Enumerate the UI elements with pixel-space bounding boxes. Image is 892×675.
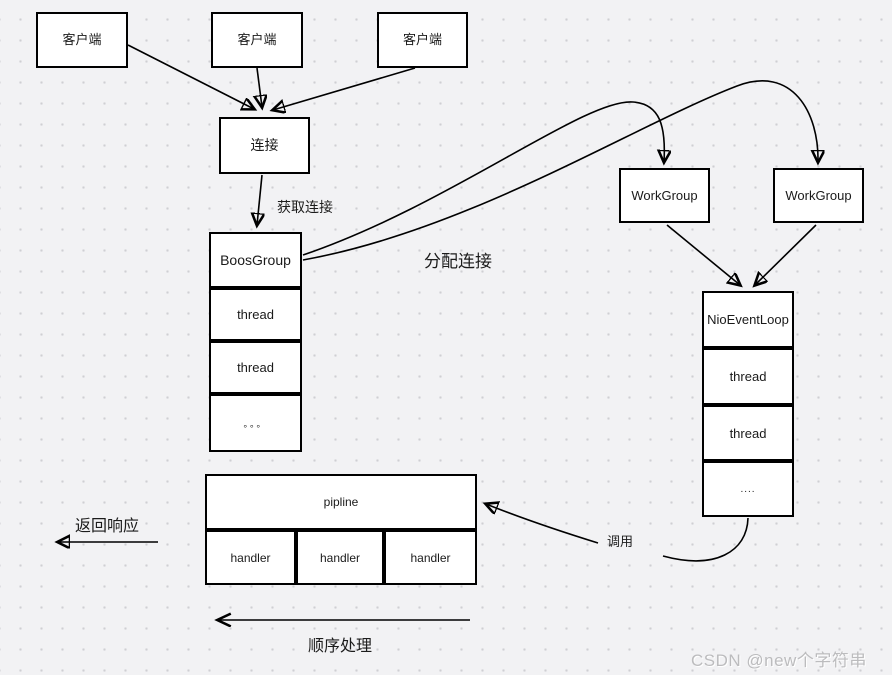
handler-box-3[interactable]: handler (384, 530, 477, 585)
boosgroup-thread-cell-1[interactable]: thread (209, 288, 302, 341)
thread-label: thread (237, 307, 274, 322)
nioeventloop-title-cell[interactable]: NioEventLoop (702, 291, 794, 348)
boosgroup-thread-cell-2[interactable]: thread (209, 341, 302, 394)
client-box-3[interactable]: 客户端 (377, 12, 468, 68)
nioeventloop-ellipsis-cell[interactable]: .... (702, 461, 794, 517)
edge-label-assign-connection: 分配连接 (424, 252, 492, 271)
thread-label: thread (729, 369, 767, 384)
handler-label: handler (230, 550, 271, 565)
arrow-workgroup1-to-nioeventloop (666, 224, 740, 285)
connection-box[interactable]: 连接 (219, 117, 310, 174)
nioeventloop-title: NioEventLoop (707, 312, 789, 327)
workgroup-box-1[interactable]: WorkGroup (619, 168, 710, 223)
nioeventloop-thread-cell-1[interactable]: thread (702, 348, 794, 405)
workgroup-label: WorkGroup (785, 187, 852, 203)
client-label: 客户端 (62, 32, 102, 48)
thread-label: thread (729, 425, 767, 441)
client-box-2[interactable]: 客户端 (211, 12, 303, 68)
handler-label: handler (319, 550, 361, 565)
pipeline-label: pipline (323, 495, 359, 509)
handler-label: handler (410, 550, 451, 565)
nioeventloop-thread-cell-2[interactable]: thread (702, 405, 794, 461)
client-label: 客户端 (237, 32, 277, 48)
edge-label-sequential-processing: 顺序处理 (308, 638, 373, 655)
boosgroup-stack: BoosGroup thread thread 。。。 (209, 232, 302, 452)
edge-label-get-connection: 获取连接 (277, 199, 333, 215)
handler-row: handler handler handler (205, 530, 477, 585)
workgroup-box-2[interactable]: WorkGroup (773, 168, 864, 223)
handler-box-2[interactable]: handler (296, 530, 384, 585)
ellipsis-label: 。。。 (243, 418, 268, 429)
curve-boosgroup-to-workgroup1 (302, 101, 664, 256)
edge-label-return-response: 返回响应 (75, 518, 140, 535)
boosgroup-title-cell[interactable]: BoosGroup (209, 232, 302, 288)
arrow-workgroup2-to-nioeventloop (755, 224, 817, 285)
curve-nioeventloop-to-pipeline-a (662, 517, 749, 562)
arrow-client2-to-connection (257, 67, 262, 107)
pipeline-group: pipline handler handler handler (205, 474, 477, 585)
curve-nioeventloop-to-pipeline-b (486, 504, 599, 544)
thread-label: thread (237, 360, 274, 375)
client-box-1[interactable]: 客户端 (36, 12, 128, 68)
workgroup-label: WorkGroup (631, 187, 698, 203)
curve-boosgroup-to-workgroup2 (302, 80, 818, 261)
arrow-connection-to-boosgroup (257, 174, 262, 225)
connection-label: 连接 (250, 137, 279, 154)
boosgroup-ellipsis-cell[interactable]: 。。。 (209, 394, 302, 452)
client-label: 客户端 (402, 32, 442, 48)
pipeline-box[interactable]: pipline (205, 474, 477, 530)
csdn-watermark: CSDN @new个字符串 (691, 651, 867, 670)
ellipsis-label: .... (740, 483, 756, 495)
boosgroup-title: BoosGroup (220, 252, 291, 268)
handler-box-1[interactable]: handler (205, 530, 296, 585)
nioeventloop-stack: NioEventLoop thread thread .... (702, 291, 794, 517)
arrow-client3-to-connection (273, 67, 416, 110)
edge-label-invoke: 调用 (607, 534, 634, 549)
